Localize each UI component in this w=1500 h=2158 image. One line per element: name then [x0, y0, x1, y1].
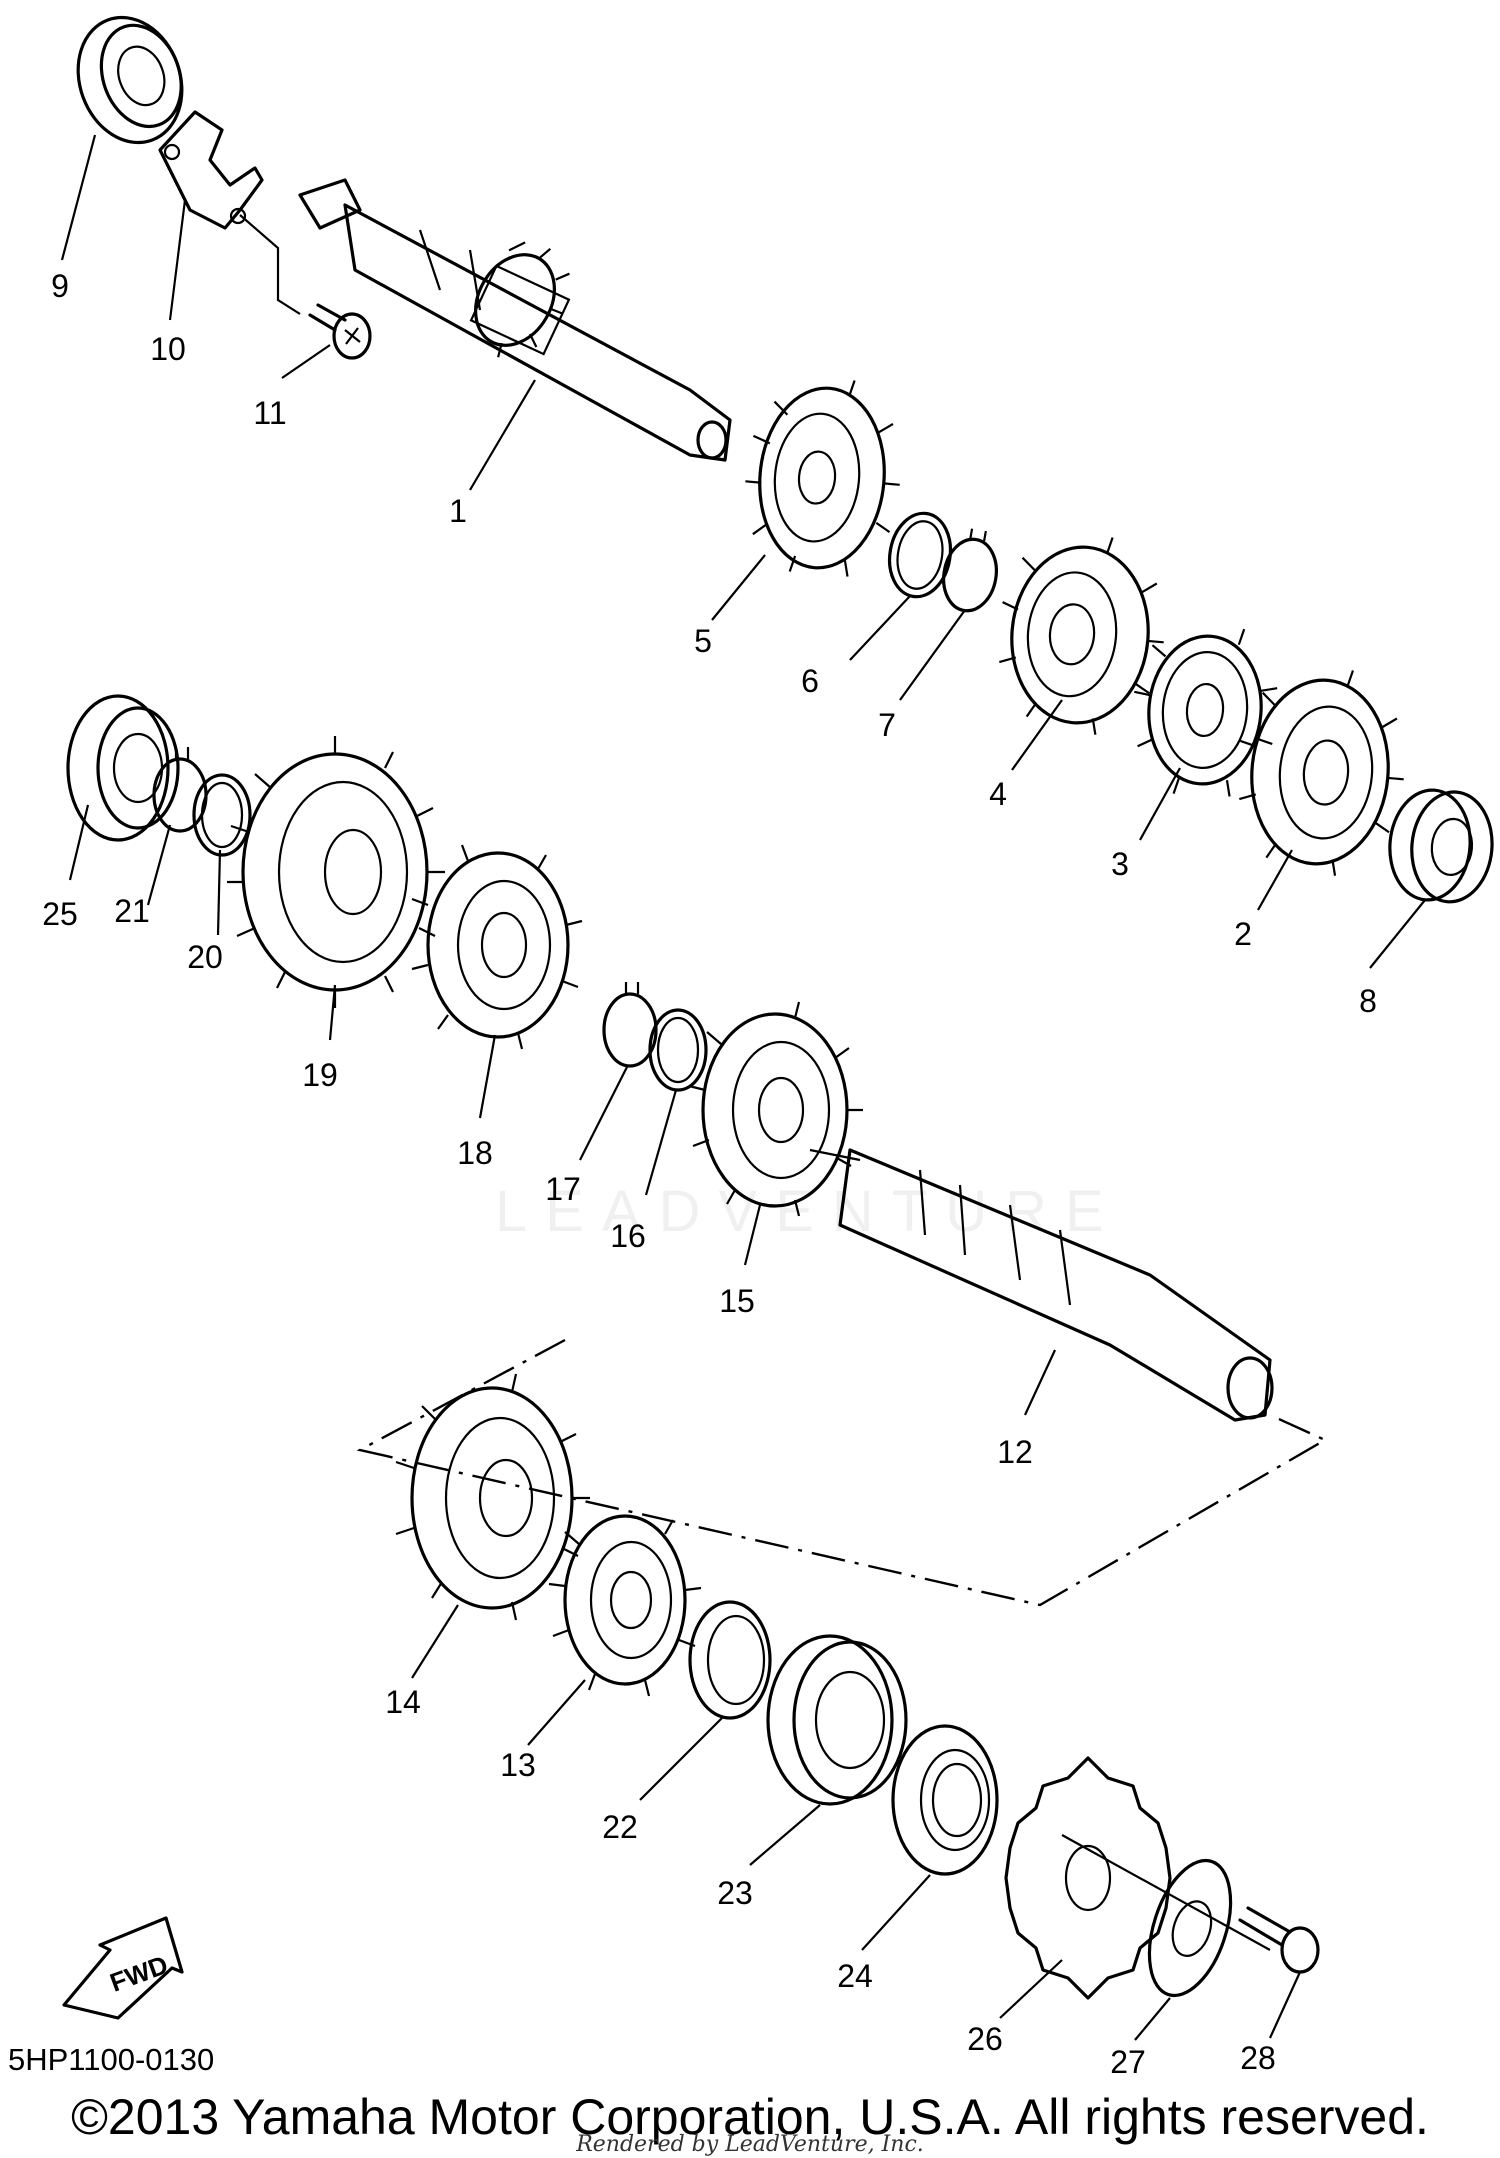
sprocket-26 — [1004, 1756, 1172, 2000]
callout-19[interactable]: 19 — [302, 1057, 338, 1093]
callout-16[interactable]: 16 — [610, 1218, 646, 1254]
callout-3[interactable]: 3 — [1111, 846, 1129, 882]
gear-3 — [1134, 628, 1278, 797]
callout-9[interactable]: 9 — [51, 268, 69, 304]
callout-17[interactable]: 17 — [545, 1171, 581, 1207]
callout-7[interactable]: 7 — [878, 707, 896, 743]
callout-6[interactable]: 6 — [801, 663, 819, 699]
callout-4[interactable]: 4 — [989, 776, 1007, 812]
callout-labels: 1 2 3 4 5 6 7 8 9 10 11 12 13 14 15 16 1… — [42, 268, 1377, 2080]
watermark: LEADVENTURE — [495, 1179, 1122, 1244]
gear-19 — [227, 736, 445, 1008]
callout-11[interactable]: 11 — [253, 395, 286, 431]
callout-15[interactable]: 15 — [719, 1283, 755, 1319]
assembly-bracket-line — [356, 1338, 1328, 1607]
drawing-code: 5HP1100-0130 — [8, 2042, 215, 2077]
callout-25[interactable]: 25 — [42, 896, 78, 932]
drive-axle-12 — [809, 1148, 1274, 1422]
callout-28[interactable]: 28 — [1240, 2040, 1276, 2076]
callout-22[interactable]: 22 — [602, 1809, 638, 1845]
bearing-stopper-10 — [158, 110, 264, 230]
callout-1[interactable]: 1 — [449, 493, 467, 529]
callout-26[interactable]: 26 — [967, 2021, 1003, 2057]
callout-14[interactable]: 14 — [385, 1684, 421, 1720]
washer-22 — [688, 1600, 772, 1720]
circlip-17 — [602, 982, 658, 1068]
fwd-label: FWD — [106, 1949, 172, 1997]
gear-14 — [395, 1373, 590, 1621]
bearing-9 — [76, 15, 184, 145]
main-axle-1 — [298, 178, 732, 462]
circlip-7 — [936, 528, 1004, 617]
callout-24[interactable]: 24 — [837, 1958, 873, 1994]
gear-2 — [1239, 670, 1404, 876]
callout-18[interactable]: 18 — [457, 1135, 493, 1171]
bearing-8 — [1388, 788, 1494, 904]
callout-20[interactable]: 20 — [187, 939, 223, 975]
oil-seal-24 — [891, 1724, 999, 1876]
washer-16 — [648, 1008, 708, 1092]
callout-10[interactable]: 10 — [150, 331, 186, 367]
lock-washer-27 — [1147, 1858, 1233, 1998]
gear-4 — [999, 537, 1164, 735]
gear-13 — [548, 1514, 702, 1697]
fwd-direction-arrow: FWD — [62, 1916, 184, 2020]
gear-5 — [745, 380, 900, 577]
screw-11 — [239, 214, 372, 360]
callout-21[interactable]: 21 — [114, 893, 150, 929]
callout-5[interactable]: 5 — [694, 623, 712, 659]
callout-8[interactable]: 8 — [1359, 983, 1377, 1019]
callout-23[interactable]: 23 — [717, 1875, 753, 1911]
circlip-21 — [152, 747, 208, 833]
copyright-notice: ©2013 Yamaha Motor Corporation, U.S.A. A… — [71, 2089, 1429, 2145]
callout-12[interactable]: 12 — [997, 1434, 1033, 1470]
rendered-by-credit: Rendered by LeadVenture, Inc. — [576, 2132, 924, 2157]
leader-lines — [60, 134, 1426, 2041]
washer-6 — [887, 511, 953, 599]
callout-2[interactable]: 2 — [1234, 916, 1252, 952]
gear-18 — [411, 844, 583, 1050]
washer-20 — [192, 773, 252, 857]
callout-27[interactable]: 27 — [1110, 2044, 1146, 2080]
gear-15 — [688, 1001, 863, 1217]
bearing-23 — [766, 1634, 908, 1806]
callout-13[interactable]: 13 — [500, 1747, 536, 1783]
